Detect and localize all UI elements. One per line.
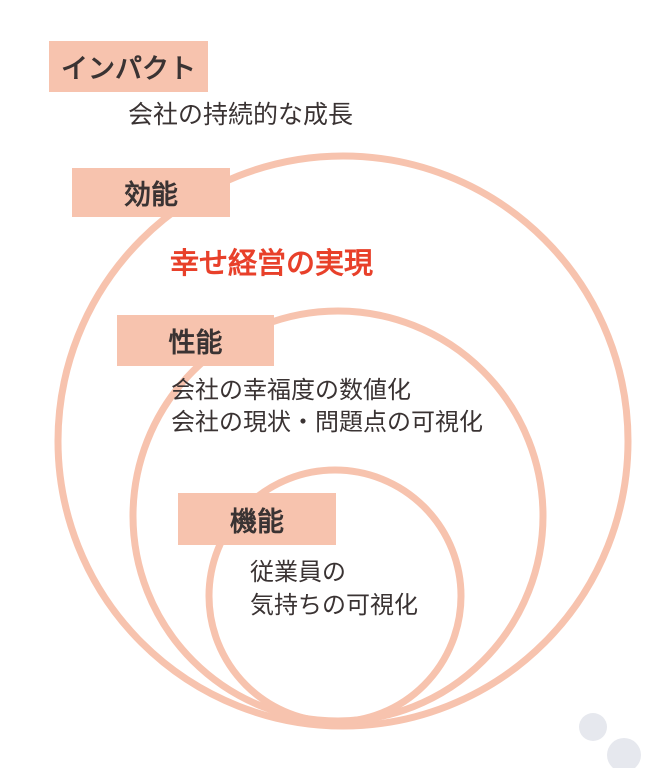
function-line-1: 従業員の (250, 558, 346, 586)
function-description: 従業員の 気持ちの可視化 (250, 556, 418, 622)
performance-description: 会社の幸福度の数値化 会社の現状・問題点の可視化 (171, 374, 483, 438)
performance-line-1: 会社の幸福度の数値化 (171, 376, 411, 404)
efficacy-headline: 幸せ経営の実現 (170, 240, 373, 282)
watermark-dot (579, 713, 607, 741)
performance-label: 性能 (117, 315, 274, 366)
efficacy-label: 効能 (72, 168, 230, 217)
ring-function (205, 466, 465, 726)
ring-efficacy (54, 152, 632, 730)
impact-description-text: 会社の持続的な成長 (128, 100, 354, 129)
impact-label-text: インパクト (61, 54, 196, 85)
function-label-text: 機能 (230, 506, 284, 538)
function-label: 機能 (178, 493, 336, 545)
performance-label-text: 性能 (168, 328, 223, 359)
impact-description: 会社の持続的な成長 (128, 100, 353, 130)
efficacy-label-text: 効能 (124, 180, 178, 211)
performance-line-2: 会社の現状・問題点の可視化 (171, 408, 483, 436)
function-line-2: 気持ちの可視化 (250, 591, 418, 619)
efficacy-headline-text: 幸せ経営の実現 (170, 246, 374, 280)
watermark-dot (607, 738, 641, 768)
impact-label: インパクト (49, 41, 208, 92)
